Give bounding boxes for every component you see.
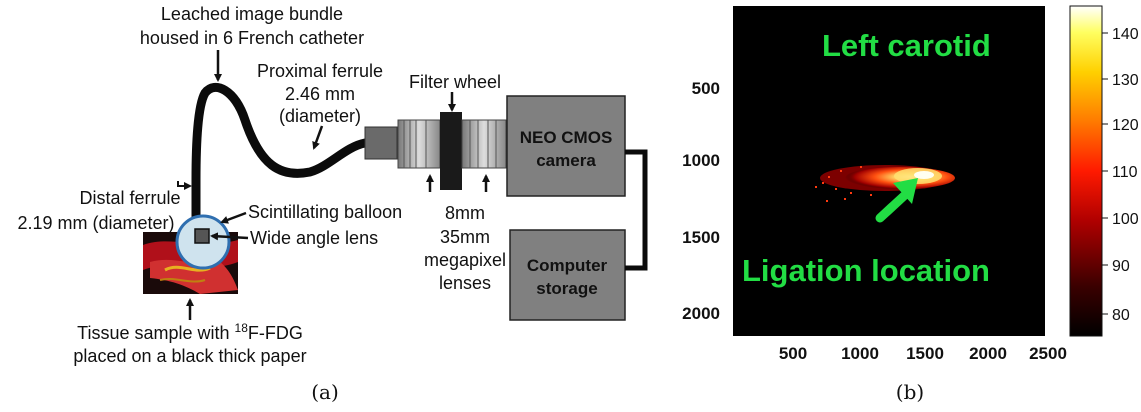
computer-storage-box	[509, 229, 626, 321]
camera-label-line1: NEO CMOS	[520, 128, 613, 147]
x-tick-label: 500	[779, 344, 807, 363]
storage-label-line2: storage	[536, 279, 597, 298]
neo-cmos-camera-box	[506, 95, 626, 197]
caption-b: (b)	[896, 380, 924, 404]
label-proximal-line2: 2.46 mm	[285, 84, 355, 104]
data-cable	[625, 149, 648, 271]
colorbar-tick-label: 90	[1112, 258, 1130, 275]
colorbar	[1069, 5, 1103, 337]
label-lens: Wide angle lens	[250, 228, 378, 248]
storage-label-line1: Computer	[527, 256, 608, 275]
y-tick-label: 1500	[682, 228, 720, 247]
arrow-proximal	[312, 125, 324, 150]
colorbar-tick-label: 120	[1112, 117, 1139, 134]
label-proximal-line1: Proximal ferrule	[257, 61, 383, 81]
colorbar-tick-label: 110	[1112, 164, 1138, 181]
arrow-lens	[210, 232, 249, 241]
y-tick-label: 500	[692, 79, 720, 98]
label-tissue-line1: Tissue sample with 18F-FDG	[77, 321, 303, 343]
x-tick-label: 1000	[841, 344, 879, 363]
label-balloon: Scintillating balloon	[248, 202, 402, 222]
overlay-left-carotid: Left carotid	[822, 28, 991, 63]
panel-a: NEO CMOS camera Computer storage Leached…	[17, 4, 648, 404]
filter-wheel	[440, 112, 462, 190]
colorbar-tick-label: 80	[1112, 307, 1130, 324]
proximal-ferrule	[364, 126, 398, 160]
wide-angle-lens	[194, 228, 210, 244]
x-tick-label: 2500	[1029, 344, 1067, 363]
label-lenses-line1: 8mm	[445, 203, 485, 223]
label-bundle-line1: Leached image bundle	[161, 4, 343, 24]
colorbar-tick-label: 130	[1112, 72, 1139, 89]
arrow-balloon	[220, 211, 247, 224]
label-lenses-line3: megapixel	[424, 250, 506, 270]
x-tick-label: 2000	[969, 344, 1007, 363]
signal-hotspot	[815, 165, 955, 202]
lens-35mm	[461, 119, 507, 169]
colorbar-tick-label: 140	[1112, 26, 1139, 43]
y-tick-label: 1000	[682, 151, 720, 170]
camera-label-line2: camera	[536, 151, 596, 170]
label-proximal-line3: (diameter)	[279, 106, 361, 126]
label-distal-line1: Distal ferrule	[79, 188, 180, 208]
image-bundle-fiber	[191, 83, 370, 245]
caption-a: (a)	[311, 380, 339, 404]
label-distal-line2: 2.19 mm (diameter)	[17, 213, 174, 233]
label-tissue-line2: placed on a black thick paper	[73, 346, 306, 366]
overlay-ligation-location: Ligation location	[742, 253, 990, 288]
label-bundle-line2: housed in 6 French catheter	[140, 28, 364, 48]
y-tick-label: 2000	[682, 304, 720, 323]
label-lenses-line2: 35mm	[440, 227, 490, 247]
panel-b: Left carotid Ligation location 500 1000 15…	[682, 5, 1139, 404]
colorbar-tick-label: 100	[1112, 211, 1139, 228]
arrow-distal	[177, 181, 192, 190]
label-lenses-line4: lenses	[439, 273, 491, 293]
green-arrow	[875, 178, 918, 223]
label-filter-wheel: Filter wheel	[409, 72, 501, 92]
x-tick-label: 1500	[906, 344, 944, 363]
